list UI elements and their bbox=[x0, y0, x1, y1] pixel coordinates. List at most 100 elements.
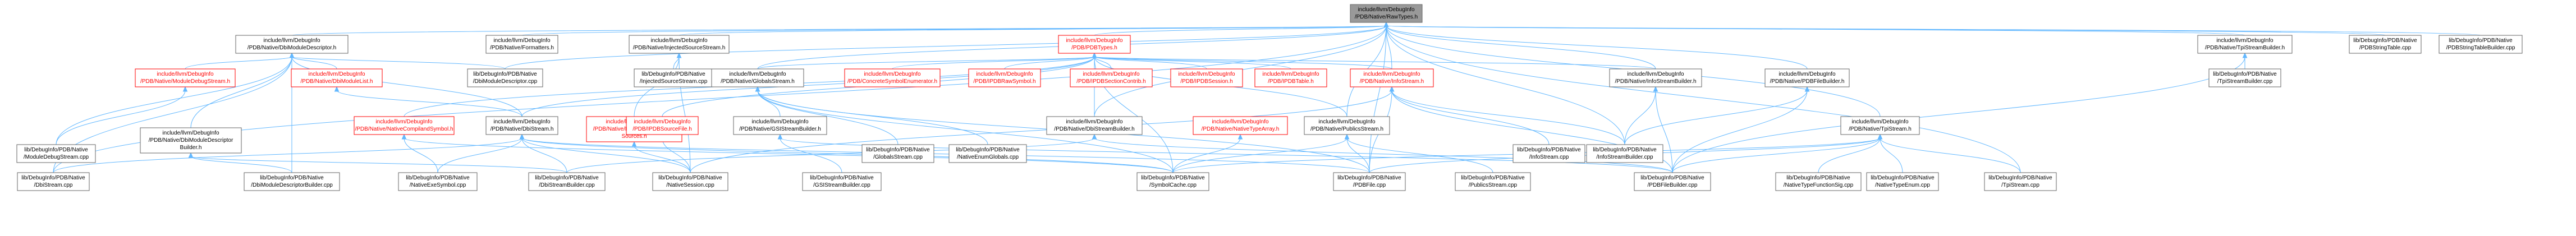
node-box bbox=[485, 35, 558, 54]
graph-node-dbistreamcpp[interactable]: lib/DebugInfo/PDB/Native/DbiStream.cpp bbox=[17, 172, 90, 191]
node-box bbox=[844, 68, 941, 87]
graph-edge bbox=[1391, 90, 1550, 145]
graph-node-pdbrawsym[interactable]: include/llvm/DebugInfo/PDB/IPDBRawSymbol… bbox=[968, 68, 1041, 87]
graph-node-dbistream[interactable]: include/llvm/DebugInfo/PDB/Native/DbiStr… bbox=[485, 116, 558, 135]
graph-edge bbox=[1346, 137, 1493, 173]
graph-node-pubstreamcpp[interactable]: lib/DebugInfo/PDB/Native/PublicsStream.c… bbox=[1455, 172, 1531, 191]
graph-node-pubstream[interactable]: include/llvm/DebugInfo/PDB/Native/Public… bbox=[1304, 116, 1390, 135]
graph-node-natexesym[interactable]: lib/DebugInfo/PDB/Native/NativeExeSymbol… bbox=[398, 172, 478, 191]
node-label: /InfoStream.cpp bbox=[1529, 154, 1569, 160]
node-box bbox=[634, 68, 713, 87]
graph-node-tpistreamcpp[interactable]: lib/DebugInfo/PDB/Native/TpiStream.cpp bbox=[1984, 172, 2057, 191]
graph-node-globalscpp[interactable]: lib/DebugInfo/PDB/Native/GlobalsStream.c… bbox=[861, 144, 934, 163]
node-label: include/llvm/DebugInfo bbox=[1066, 119, 1123, 125]
graph-edge-arrowhead bbox=[401, 133, 407, 140]
graph-node-dbimodcpp[interactable]: lib/DebugInfo/PDB/Native/DbiModuleDescri… bbox=[467, 68, 543, 87]
node-label: include/llvm/DebugInfo bbox=[157, 71, 214, 77]
graph-node-moddbgcpp[interactable]: lib/DebugInfo/PDB/Native/ModuleDebugStre… bbox=[16, 144, 96, 163]
graph-node-gsisbcpp[interactable]: lib/DebugInfo/PDB/Native/GSIStreamBuilde… bbox=[802, 172, 882, 191]
graph-edge-arrowhead bbox=[1389, 86, 1395, 92]
graph-node-dbisbcpp[interactable]: lib/DebugInfo/PDB/Native/DbiStreamBuilde… bbox=[528, 172, 606, 191]
graph-node-natenumglob[interactable]: lib/DebugInfo/PDB/Native/NativeEnumGloba… bbox=[948, 144, 1027, 163]
graph-node-globals[interactable]: include/llvm/DebugInfo/PDB/Native/Global… bbox=[711, 68, 804, 87]
node-label: include/llvm/DebugInfo bbox=[634, 119, 691, 125]
node-label: /InjectedSourceStream.cpp bbox=[640, 78, 708, 85]
graph-node-pdbfbcpp[interactable]: lib/DebugInfo/PDB/Native/PDBFileBuilder.… bbox=[1634, 172, 1711, 191]
node-label: lib/DebugInfo/PDB/Native bbox=[535, 175, 599, 181]
graph-node-moddbg[interactable]: include/llvm/DebugInfo/PDB/Native/Module… bbox=[135, 68, 236, 87]
node-label: include/llvm/DebugInfo bbox=[1066, 38, 1123, 44]
node-label: include/llvm/DebugInfo bbox=[263, 38, 320, 44]
graph-node-pdbstrtabb[interactable]: lib/DebugInfo/PDB/Native/PDBStringTableB… bbox=[2439, 35, 2523, 54]
graph-node-formatters[interactable]: include/llvm/DebugInfo/PDB/Native/Format… bbox=[485, 35, 558, 54]
graph-node-pdbstrtab[interactable]: lib/DebugInfo/PDB/Native/PDBStringTable.… bbox=[2349, 35, 2422, 54]
graph-edge bbox=[1624, 90, 1808, 145]
node-label: include/llvm/DebugInfo bbox=[493, 119, 551, 125]
graph-node-pdbtypes[interactable]: include/llvm/DebugInfo/PDB/PDBTypes.h bbox=[1058, 35, 1131, 54]
graph-node-injsrc[interactable]: include/llvm/DebugInfo/PDB/Native/Inject… bbox=[629, 35, 730, 54]
node-label: include/llvm/DebugInfo bbox=[1363, 71, 1420, 77]
graph-edge-arrowhead bbox=[519, 133, 525, 140]
graph-edge bbox=[757, 90, 781, 117]
graph-node-nattypearr[interactable]: include/llvm/DebugInfo/PDB/Native/Native… bbox=[1193, 116, 1288, 135]
node-label: /PDB/Native/DbiModuleDescriptor.h bbox=[247, 45, 336, 51]
node-label: /PDB/Native/Formatters.h bbox=[490, 45, 554, 51]
node-label: /InfoStreamBuilder.cpp bbox=[1596, 154, 1653, 160]
graph-node-infostreamcpp[interactable]: lib/DebugInfo/PDB/Native/InfoStream.cpp bbox=[1512, 144, 1585, 163]
graph-node-pdbtable[interactable]: include/llvm/DebugInfo/PDB/IPDBTable.h bbox=[1254, 68, 1327, 87]
node-box bbox=[1866, 172, 1939, 191]
graph-edge bbox=[892, 56, 1095, 70]
graph-node-nattypeenum[interactable]: lib/DebugInfo/PDB/Native/NativeTypeEnum.… bbox=[1866, 172, 1939, 191]
graph-edge-arrowhead bbox=[1877, 133, 1883, 140]
graph-node-tpistream[interactable]: include/llvm/DebugInfo/PDB/Native/TpiStr… bbox=[1840, 116, 1920, 135]
node-box bbox=[1058, 35, 1131, 54]
edges-layer bbox=[53, 21, 2481, 173]
node-box bbox=[1170, 68, 1243, 87]
node-box bbox=[1304, 116, 1390, 135]
node-label: /PDB/Native/GSIStreamBuilder.h bbox=[739, 126, 821, 132]
graph-node-dbimod[interactable]: include/llvm/DebugInfo/PDB/Native/DbiMod… bbox=[235, 35, 349, 54]
graph-node-infosbcpp[interactable]: lib/DebugInfo/PDB/Native/InfoStreamBuild… bbox=[1586, 144, 1663, 163]
graph-node-pdbfilecpp[interactable]: lib/DebugInfo/PDB/Native/PDBFile.cpp bbox=[1333, 172, 1406, 191]
graph-edge-arrowhead bbox=[631, 141, 637, 147]
node-box bbox=[467, 68, 543, 87]
node-label: /PDB/Native/InjectedSourceStream.h bbox=[633, 45, 726, 51]
graph-node-tpisb[interactable]: include/llvm/DebugInfo/PDB/Native/TpiStr… bbox=[2197, 35, 2293, 54]
graph-node-dbimodlist[interactable]: include/llvm/DebugInfo/PDB/Native/DbiMod… bbox=[291, 68, 383, 87]
graph-edge bbox=[679, 25, 1387, 36]
graph-edge-arrowhead bbox=[676, 52, 682, 58]
node-box bbox=[733, 116, 827, 135]
graph-node-pdbsecctr[interactable]: include/llvm/DebugInfo/PDB/IPDBSectionCo… bbox=[1070, 68, 1153, 87]
node-label: /PDBFileBuilder.cpp bbox=[1648, 182, 1698, 188]
node-label: /PDB/Native/TpiStreamBuilder.h bbox=[2205, 45, 2285, 51]
graph-node-concsym[interactable]: include/llvm/DebugInfo/PDB/ConcreteSymbo… bbox=[844, 68, 941, 87]
graph-edge bbox=[690, 90, 1392, 173]
graph-node-pdbsession[interactable]: include/llvm/DebugInfo/PDB/IPDBSession.h bbox=[1170, 68, 1243, 87]
node-box bbox=[1512, 144, 1585, 163]
node-box bbox=[711, 68, 804, 87]
graph-edge bbox=[1094, 56, 1392, 70]
graph-node-dbimodbcpp[interactable]: lib/DebugInfo/PDB/Native/DbiModuleDescri… bbox=[244, 172, 340, 191]
graph-node-nattypefs[interactable]: lib/DebugInfo/PDB/Native/NativeTypeFunct… bbox=[1775, 172, 1862, 191]
graph-node-pdbsrcfile[interactable]: include/llvm/DebugInfo/PDB/IPDBSourceFil… bbox=[626, 116, 699, 135]
graph-node-infosb[interactable]: include/llvm/DebugInfo/PDB/Native/InfoSt… bbox=[1609, 68, 1702, 87]
graph-node-infostream[interactable]: include/llvm/DebugInfo/PDB/Native/InfoSt… bbox=[1350, 68, 1434, 87]
nodes-layer: include/llvm/DebugInfo/PDB/Native/RawTyp… bbox=[16, 4, 2523, 191]
graph-edge-arrowhead bbox=[777, 133, 783, 140]
graph-node-dbisb[interactable]: include/llvm/DebugInfo/PDB/Native/DbiStr… bbox=[1046, 116, 1143, 135]
node-box bbox=[16, 144, 96, 163]
node-label: lib/DebugInfo/PDB/Native bbox=[1593, 147, 1657, 153]
graph-node-gsisb[interactable]: include/llvm/DebugInfo/PDB/Native/GSIStr… bbox=[733, 116, 827, 135]
graph-edge bbox=[521, 137, 691, 173]
graph-node-injsrccpp[interactable]: lib/DebugInfo/PDB/Native/InjectedSourceS… bbox=[634, 68, 713, 87]
graph-node-dbimodb[interactable]: include/llvm/DebugInfo/PDB/Native/DbiMod… bbox=[140, 127, 242, 154]
node-label: lib/DebugInfo/PDB/Native bbox=[1786, 175, 1850, 181]
node-box bbox=[802, 172, 882, 191]
graph-node-symcache[interactable]: lib/DebugInfo/PDB/Native/SymbolCache.cpp bbox=[1136, 172, 1209, 191]
node-box bbox=[485, 116, 558, 135]
node-box bbox=[948, 144, 1027, 163]
graph-node-natsession[interactable]: lib/DebugInfo/PDB/Native/NativeSession.c… bbox=[652, 172, 728, 191]
graph-node-pdbfb[interactable]: include/llvm/DebugInfo/PDB/Native/PDBFil… bbox=[1764, 68, 1850, 87]
graph-node-natcompsym[interactable]: include/llvm/DebugInfo/PDB/Native/Native… bbox=[354, 116, 455, 135]
graph-node-tpisbcpp[interactable]: lib/DebugInfo/PDB/Native/TpiStreamBuilde… bbox=[2208, 68, 2281, 87]
